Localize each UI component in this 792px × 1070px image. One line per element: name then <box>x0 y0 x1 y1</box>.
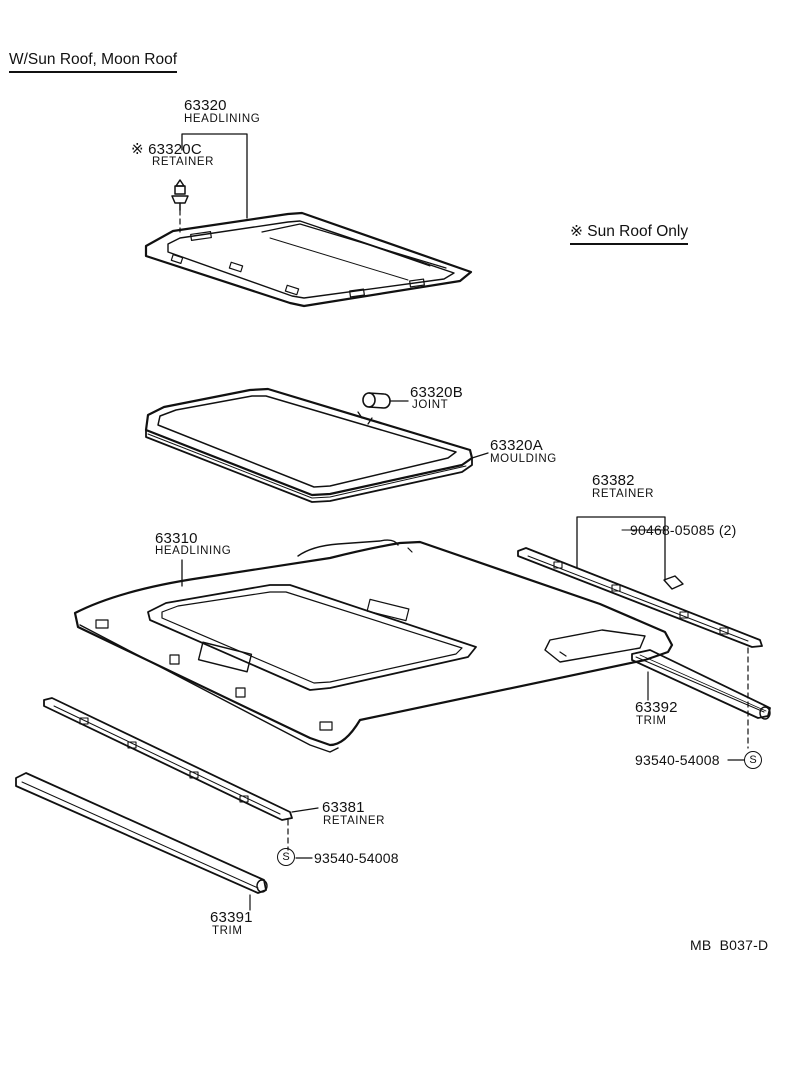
part-name-63392: TRIM <box>636 715 667 727</box>
diagram-code: MB B037-D <box>690 937 769 953</box>
part-number-93540-right: 93540-54008 <box>635 752 720 768</box>
part-name-63391: TRIM <box>212 925 243 937</box>
part-number-63320a: 63320A <box>490 437 543 454</box>
right-retainer-drawing <box>517 547 763 648</box>
left-retainer-drawing <box>43 697 293 821</box>
diagram-title: W/Sun Roof, Moon Roof <box>9 52 177 73</box>
part-name-63320: HEADLINING <box>184 113 261 125</box>
part-name-63382: RETAINER <box>592 488 655 500</box>
sun-roof-only-note: ※ Sun Roof Only <box>570 224 689 245</box>
right-trim-drawing <box>631 649 771 720</box>
part-name-63320b: JOINT <box>412 399 449 411</box>
part-name-63381: RETAINER <box>323 815 386 827</box>
part-number-63320b: 63320B <box>410 384 463 401</box>
joint-drawing <box>362 392 391 409</box>
part-number-93540-left: 93540-54008 <box>314 850 399 866</box>
part-number-63320: 63320 <box>184 97 227 114</box>
part-number-63391: 63391 <box>210 909 253 926</box>
part-number-63392: 63392 <box>635 699 678 716</box>
part-number-63381: 63381 <box>322 799 365 816</box>
s-mark-icon: S <box>277 848 295 866</box>
s-mark-icon: S <box>744 751 762 769</box>
part-number-63382: 63382 <box>592 472 635 489</box>
headlining-frame-drawing <box>144 211 473 308</box>
retainer-clip-drawing <box>171 179 189 211</box>
part-number-63320c: ※ 63320C <box>131 141 202 158</box>
part-number-63310: 63310 <box>155 530 198 547</box>
part-number-90468-05085: 90468-05085 (2) <box>630 522 737 538</box>
main-headlining-drawing <box>73 539 674 753</box>
part-name-63320a: MOULDING <box>490 453 557 465</box>
part-name-63320c: RETAINER <box>152 156 215 168</box>
left-trim-drawing <box>15 772 268 894</box>
part-name-63310: HEADLINING <box>155 545 232 557</box>
